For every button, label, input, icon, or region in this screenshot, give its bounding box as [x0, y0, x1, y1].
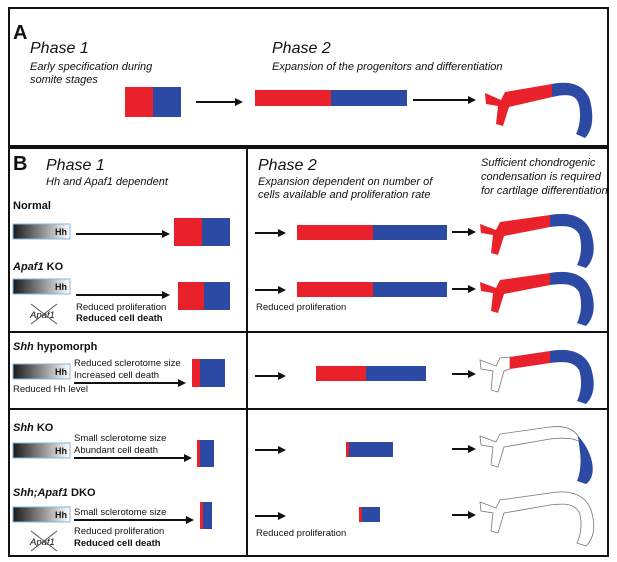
- row-apaf1-ko-note-2: Reduced cell death: [76, 313, 163, 324]
- row-shh-apaf1-dko-suffix: DKO: [68, 487, 96, 499]
- row-shh-apaf1-dko-note-3: Reduced cell death: [74, 538, 161, 549]
- row-normal-hh-label: Hh: [55, 227, 67, 237]
- panel-b-condensation-desc-3: for cartilage differentiation: [481, 185, 608, 197]
- row-shh-apaf1-dko-hh-gradient: Hh: [12, 506, 71, 523]
- row-shh-ko-vertebra-cartilage: [479, 426, 593, 484]
- panel-a-vertebra-cartilage: [485, 82, 593, 138]
- panel-b-condensation-desc-1: Sufficient chondrogenic: [481, 157, 596, 169]
- panel-a-letter: A: [13, 22, 27, 44]
- row-shh-hypomorph-suffix: hypomorph: [34, 341, 98, 353]
- panel-a-phase2-block: [255, 90, 407, 106]
- row-normal-title: Normal: [13, 200, 51, 212]
- row-shh-apaf1-dko-hh-label: Hh: [55, 510, 67, 520]
- row-shh-hypomorph-title: Shh hypomorph: [13, 341, 98, 353]
- row-apaf1-ko-phase1-block: [178, 282, 230, 310]
- row-shh-ko-gene: Shh: [13, 422, 34, 434]
- row-apaf1-ko-hh-gradient: Hh: [12, 278, 71, 295]
- row-apaf1-ko-vertebra-cartilage: [480, 271, 594, 326]
- row-shh-ko-suffix: KO: [34, 422, 54, 434]
- panel-b-phase1-desc: Hh and Apaf1 dependent: [46, 176, 169, 188]
- row-shh-ko-title: Shh KO: [13, 422, 54, 434]
- panel-b-frame: [8, 147, 609, 557]
- row-shh-hypomorph-note-2: Increased cell death: [74, 370, 159, 381]
- row-apaf1-ko-apaf1-crossed: Apaf1: [29, 303, 58, 325]
- row-apaf1-ko-suffix: KO: [44, 261, 64, 273]
- row-shh-apaf1-dko-vertebra-cartilage: [479, 491, 595, 547]
- row-apaf1-ko-note-1: Reduced proliferation: [76, 302, 166, 313]
- panel-b-phase2-title: Phase 2: [258, 157, 317, 174]
- row-normal-hh-gradient: Hh: [12, 223, 71, 240]
- row-normal-phase1-block: [174, 218, 230, 246]
- row-normal-phase2-block: [297, 225, 447, 240]
- row-shh-ko-hh-label: Hh: [55, 446, 67, 456]
- row-apaf1-ko-title: Apaf1 KO: [12, 261, 64, 273]
- panel-b-letter: B: [13, 153, 27, 175]
- row-shh-hypomorph-hh-gradient: Hh: [12, 363, 71, 380]
- row-shh-ko-phase2-block: [346, 442, 393, 457]
- row-apaf1-ko-hh-label: Hh: [55, 282, 67, 292]
- row-shh-hypomorph-phase2-block: [316, 366, 426, 381]
- row-shh-ko-note-1: Small sclerotome size: [74, 433, 166, 444]
- row-shh-hypomorph-gene: Shh: [13, 341, 34, 353]
- row-shh-hypomorph-phase1-block: [192, 359, 225, 387]
- panel-a-phase2-desc: Expansion of the progenitors and differe…: [272, 61, 503, 73]
- row-shh-apaf1-dko-gene: Shh;Apaf1: [13, 487, 68, 499]
- panel-a-phase1-title: Phase 1: [30, 40, 89, 57]
- row-apaf1-ko-phase2-block: [297, 282, 447, 297]
- row-shh-apaf1-dko-note-1: Small sclerotome size: [74, 507, 166, 518]
- row-shh-ko-phase1-block: [197, 440, 214, 467]
- row-shh-ko-note-2: Abundant cell death: [74, 445, 158, 456]
- panel-a-phase1-block: [125, 87, 181, 117]
- row-shh-apaf1-dko-title: Shh;Apaf1 DKO: [13, 487, 96, 499]
- row-apaf1-ko-gene: Apaf1: [12, 261, 44, 273]
- row-shh-hypomorph-note-3: Reduced Hh level: [13, 384, 88, 395]
- row-shh-hypomorph-hh-label: Hh: [55, 367, 67, 377]
- row-shh-hypomorph-vertebra-cartilage: [479, 349, 594, 404]
- panel-b-condensation-desc-2: condensation is required: [481, 171, 602, 183]
- row-shh-apaf1-dko-phase1-block: [200, 502, 212, 529]
- row-shh-apaf1-dko-phase2-note: Reduced proliferation: [256, 528, 346, 539]
- row-shh-ko-hh-gradient: Hh: [12, 442, 71, 459]
- panel-a-phase2-title: Phase 2: [272, 40, 331, 57]
- panel-a-phase1-desc-2: somite stages: [30, 74, 98, 86]
- panel-b-phase2-desc-2: cells available and proliferation rate: [258, 189, 430, 201]
- row-shh-apaf1-dko-apaf1-crossed: Apaf1: [29, 530, 58, 552]
- panel-a-phase1-desc-1: Early specification during: [30, 61, 153, 73]
- panel-b-phase1-title: Phase 1: [46, 157, 105, 174]
- row-apaf1-ko-phase2-note: Reduced proliferation: [256, 302, 346, 313]
- row-normal-vertebra-cartilage: [480, 213, 594, 268]
- row-shh-hypomorph-note-1: Reduced sclerotome size: [74, 358, 181, 369]
- panel-b-phase2-desc-1: Expansion dependent on number of: [258, 176, 433, 188]
- row-shh-apaf1-dko-phase2-block: [359, 507, 380, 522]
- row-shh-apaf1-dko-note-2: Reduced proliferation: [74, 526, 164, 537]
- panel-a-frame: [8, 7, 609, 147]
